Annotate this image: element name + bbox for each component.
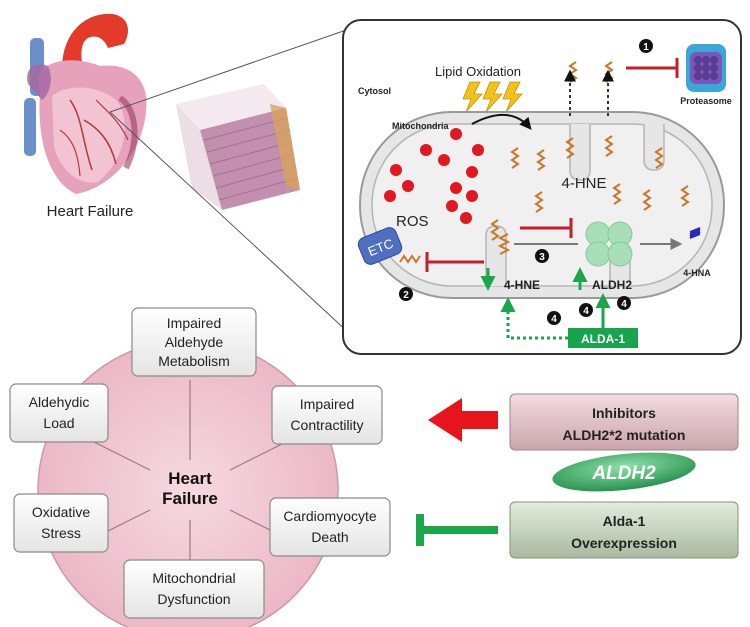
aldh2-ellipse-label: ALDH2 xyxy=(591,463,656,484)
box-impaired-contractility: Impaired Contractility xyxy=(271,385,383,445)
box-impaired-aldehyde-metabolism: Impaired Aldehyde Metabolism xyxy=(131,307,257,377)
svg-text:2: 2 xyxy=(403,290,409,301)
svg-text:Aldehydic: Aldehydic xyxy=(29,394,90,410)
oxidation-arrow xyxy=(471,113,532,130)
svg-text:Dysfunction: Dysfunction xyxy=(157,591,230,607)
cytosol-label: Cytosol xyxy=(358,86,391,96)
hna-label: 4-HNA xyxy=(683,268,711,278)
box-mitochondrial-dysfunction: Mitochondrial Dysfunction xyxy=(123,559,265,619)
proteasome-label: Proteasome xyxy=(680,96,732,106)
alda1-label: ALDA-1 xyxy=(581,332,625,346)
svg-text:Metabolism: Metabolism xyxy=(158,353,230,369)
svg-text:Mitochondrial: Mitochondrial xyxy=(152,570,235,586)
svg-text:4: 4 xyxy=(551,314,557,325)
svg-text:Impaired: Impaired xyxy=(167,315,221,331)
lipid-oxidation-label: Lipid Oxidation xyxy=(435,64,521,79)
mitochondria-label: Mitochondria xyxy=(392,121,449,131)
wheel-center-line2: Failure xyxy=(162,489,218,508)
step-marker-2: 2 xyxy=(399,287,413,301)
lightning-icon xyxy=(462,81,523,113)
hne-bottom-label: 4-HNE xyxy=(504,278,540,292)
svg-text:Death: Death xyxy=(311,529,348,545)
inhibitors-box xyxy=(509,393,739,451)
svg-text:Contractility: Contractility xyxy=(290,417,363,433)
hna-molecule xyxy=(689,227,701,239)
zoom-line-bottom xyxy=(109,111,351,335)
heart-illustration xyxy=(24,13,147,194)
box-cardiomyocyte-death: Cardiomyocyte Death xyxy=(269,497,391,557)
heart-failure-label: Heart Failure xyxy=(47,203,134,220)
wheel-center-line1: Heart xyxy=(168,469,212,488)
myocardium-tissue-block xyxy=(176,84,300,210)
zoom-line-top xyxy=(109,27,353,113)
hne-center-label: 4-HNE xyxy=(561,175,606,192)
etc-complex xyxy=(357,227,403,265)
svg-text:Impaired: Impaired xyxy=(300,396,354,412)
step-marker-4a: 4 xyxy=(547,311,561,325)
step-marker-4c: 4 xyxy=(617,296,631,310)
svg-text:Oxidative: Oxidative xyxy=(32,504,91,520)
step-marker-1: 1 xyxy=(639,39,653,53)
activator-line2: Overexpression xyxy=(571,535,677,551)
mitochondrion xyxy=(359,111,725,299)
svg-text:Aldehyde: Aldehyde xyxy=(165,334,224,350)
box-aldehydic-load: Aldehydic Load xyxy=(9,383,109,443)
aldh2-label: ALDH2 xyxy=(592,278,632,292)
svg-text:4: 4 xyxy=(621,299,627,310)
svg-text:Stress: Stress xyxy=(41,525,81,541)
alda1-to-hne-arrow xyxy=(500,297,568,340)
aldh2-ellipse xyxy=(552,452,696,492)
box-oxidative-stress: Oxidative Stress xyxy=(13,493,109,553)
inhibitors-line2: ALDH2*2 mutation xyxy=(563,427,686,443)
alda1-box xyxy=(568,328,638,348)
svg-text:3: 3 xyxy=(539,252,545,263)
svg-text:4: 4 xyxy=(583,306,589,317)
svg-text:Load: Load xyxy=(43,415,74,431)
step-marker-3: 3 xyxy=(535,249,549,263)
aldh2-enzyme-icon xyxy=(585,221,633,267)
step-marker-4b: 4 xyxy=(579,303,593,317)
ros-label: ROS xyxy=(396,213,429,230)
red-promote-arrow xyxy=(428,398,498,442)
activator-line1: Alda-1 xyxy=(603,513,646,529)
ros-molecules xyxy=(384,128,484,224)
hne-etc-molecule xyxy=(399,254,421,264)
inhibitors-line1: Inhibitors xyxy=(592,405,656,421)
svg-text:1: 1 xyxy=(643,42,649,53)
activator-box xyxy=(509,501,739,559)
proteasome-icon xyxy=(686,44,726,92)
svg-text:Cardiomyocyte: Cardiomyocyte xyxy=(283,508,377,524)
